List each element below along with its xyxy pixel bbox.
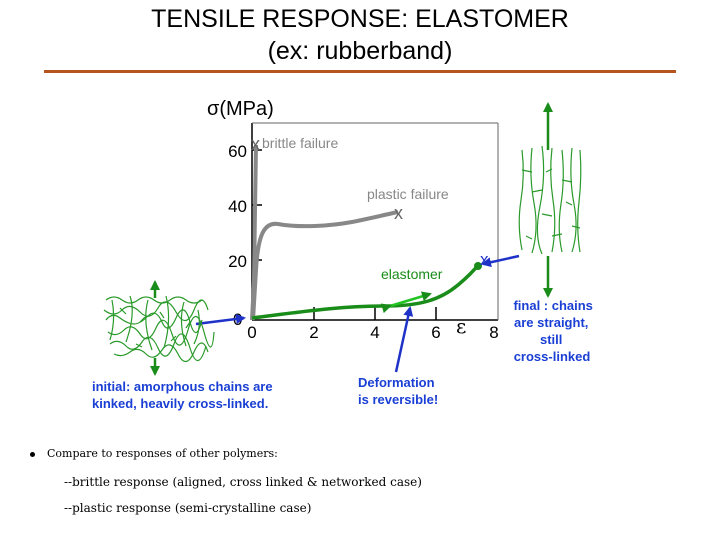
elastomer-failure-mark: x: [480, 250, 489, 269]
reversible-double-arrow: [380, 291, 432, 314]
x-ticks: 0 2 4 6 8: [247, 307, 499, 342]
title-line-2: (ex: rubberband): [267, 37, 453, 65]
x-tick-4: 4: [370, 323, 379, 342]
title-divider: [44, 70, 676, 73]
x-tick-6: 6: [431, 323, 440, 342]
elastomer-failure-point: [474, 262, 482, 270]
stress-strain-figure: 60 40 20 0 0 2 4 6 8 σ(MPa) ε x brittle …: [92, 98, 596, 411]
axes-frame: [251, 122, 499, 321]
plastic-failure-label: plastic failure: [367, 186, 449, 202]
plastic-curve: [251, 210, 399, 321]
y-axis-label: σ(MPa): [207, 98, 274, 120]
deformation-annotation: Deformation is reversible!: [358, 375, 438, 407]
x-tick-2: 2: [309, 323, 318, 342]
title-line-1: TENSILE RESPONSE: ELASTOMER: [151, 5, 569, 33]
bullet-compare: Compare to responses of other polymers:: [30, 447, 278, 460]
bullet-brittle: --brittle response (aligned, cross linke…: [64, 475, 422, 489]
x-tick-8: 8: [489, 323, 498, 342]
y-tick-40: 40: [228, 197, 247, 216]
deformation-arrow: [394, 306, 414, 373]
bullet-dot-icon: [30, 451, 35, 457]
elastomer-label: elastomer: [381, 266, 443, 282]
y-tick-20: 20: [228, 252, 247, 271]
final-arrow: [481, 254, 520, 268]
y-tick-60: 60: [228, 142, 247, 161]
plastic-failure-mark: x: [394, 203, 403, 223]
x-tick-0: 0: [247, 323, 256, 342]
final-chain-network: [518, 102, 582, 298]
initial-annotation: initial: amorphous chains are kinked, he…: [92, 379, 276, 411]
initial-arrow: [195, 314, 246, 326]
initial-chain-network: [103, 280, 215, 376]
bullet-plastic: --plastic response (semi-crystalline cas…: [64, 501, 312, 515]
elastomer-curve: [251, 261, 482, 320]
x-axis-label: ε: [456, 314, 466, 338]
final-annotation: final : chains are straight, still cross…: [513, 298, 596, 364]
brittle-failure-label: brittle failure: [262, 135, 338, 151]
brittle-failure-mark: x: [251, 134, 260, 154]
bullet-compare-text: Compare to responses of other polymers:: [47, 447, 278, 460]
